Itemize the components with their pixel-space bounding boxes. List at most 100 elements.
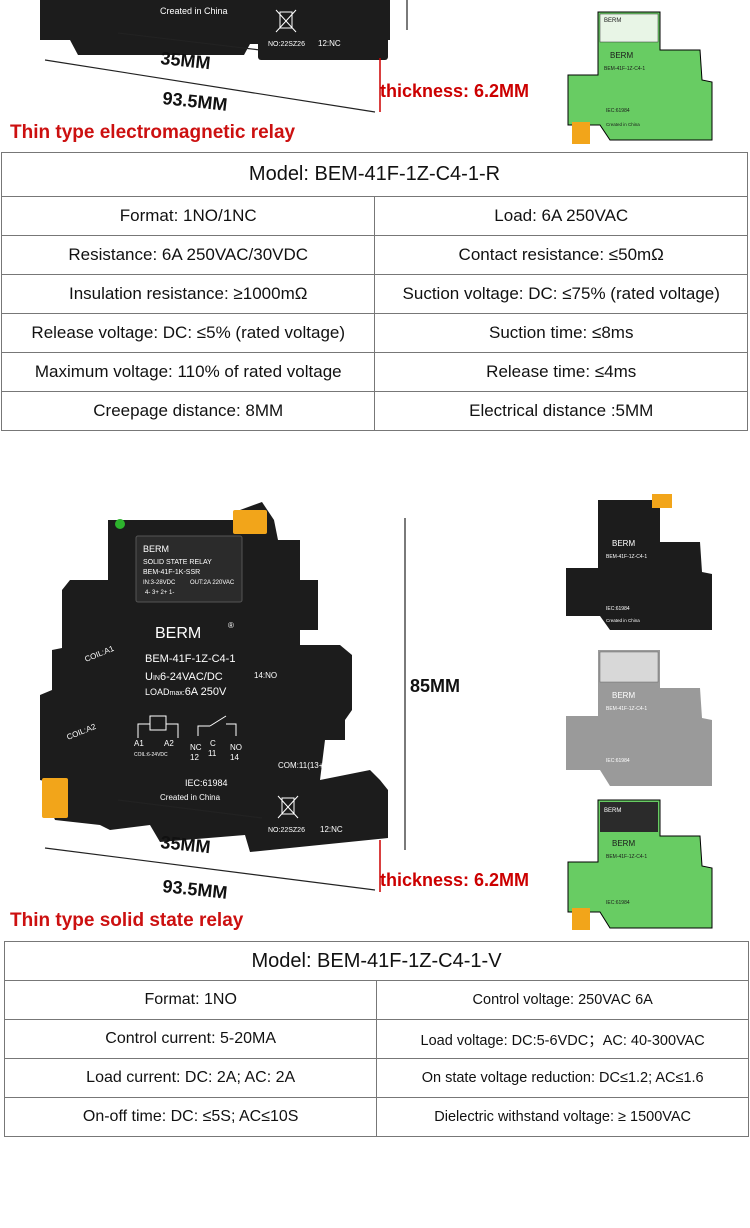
relay-load-text: LOADmax:6A 250V <box>145 686 227 698</box>
table-row: Resistance: 6A 250VAC/30VDC Contact resi… <box>0 235 748 275</box>
relay-main-body: BERM SOLID STATE RELAY BEM-41F-1K-SSR IN… <box>40 502 388 852</box>
relay-serial-text: NO:22SZ26 <box>268 41 305 48</box>
table-row: Format: 1NO/1NC Load: 6A 250VAC <box>0 196 748 236</box>
svg-text:COM:11(13+): COM:11(13+) <box>278 761 326 770</box>
table-row: Creepage distance: 8MM Electrical distan… <box>0 391 748 431</box>
svg-text:BEM-41F-1Z-C4-1: BEM-41F-1Z-C4-1 <box>604 66 645 72</box>
svg-text:A1: A1 <box>134 739 144 748</box>
spec-cell: Control voltage: 250VAC 6A <box>376 980 749 1020</box>
svg-text:4- 3+ 2+ 1-: 4- 3+ 2+ 1- <box>145 590 174 596</box>
relay-brand-text: BERM <box>155 625 201 642</box>
solid-state-relay-spec-table: Model: BEM-41F-1Z-C4-1-V Format: 1NO Con… <box>3 941 749 1137</box>
svg-text:NO: NO <box>230 743 242 752</box>
spec-cell: Insulation resistance: ≥1000mΩ <box>0 274 376 314</box>
width-dimension-label: 35MM <box>160 832 212 857</box>
spec-cell: Load voltage: DC:5-6VDC；AC: 40-300VAC <box>376 1019 749 1059</box>
solid-state-relay-title: Thin type solid state relay <box>10 910 244 931</box>
svg-text:12:NC: 12:NC <box>320 825 343 834</box>
svg-text:Created in China: Created in China <box>606 618 640 623</box>
spec-cell: Load current: DC: 2A; AC: 2A <box>3 1058 378 1098</box>
green-relay-thumbnail: BERM BERM BEM-41F-1Z-C4-1 IEC:61984 Crea… <box>567 11 713 144</box>
svg-text:A2: A2 <box>164 739 174 748</box>
spec-cell: Load: 6A 250VAC <box>374 196 748 236</box>
svg-text:BERM: BERM <box>610 51 633 60</box>
electromagnetic-relay-spec-table: Model: BEM-41F-1Z-C4-1-R Format: 1NO/1NC… <box>0 152 748 431</box>
spec-cell: Control current: 5-20MA <box>3 1019 378 1059</box>
relay-model-text: BEM-41F-1Z-C4-1 <box>145 653 235 665</box>
width-dimension-label: 35MM <box>160 48 212 73</box>
spec-cell: Suction time: ≤8ms <box>374 313 748 353</box>
terminal-orange-top <box>233 510 267 534</box>
length-dimension-label: 93.5MM <box>162 88 229 115</box>
spec-cell: On-off time: DC: ≤5S; AC≤10S <box>3 1097 378 1137</box>
length-dimension-label: 93.5MM <box>162 876 229 903</box>
relay-nc-text: 12:NC <box>318 39 341 48</box>
svg-text:BEM-41F-1Z-C4-1: BEM-41F-1Z-C4-1 <box>606 854 647 860</box>
svg-text:OUT:2A 220VAC: OUT:2A 220VAC <box>190 580 235 586</box>
black-relay-thumbnail: BERM BEM-41F-1Z-C4-1 IEC:61984 Created i… <box>566 494 712 630</box>
svg-text:BEM-41F-1Z-C4-1: BEM-41F-1Z-C4-1 <box>606 706 647 712</box>
svg-text:Created in China: Created in China <box>606 122 640 127</box>
width-dimension-line <box>117 799 263 819</box>
status-led-icon <box>115 519 125 529</box>
spec-cell: Format: 1NO <box>3 980 378 1020</box>
gray-relay-thumbnail: BERM BEM-41F-1Z-C4-1 IEC:61984 <box>566 650 712 786</box>
svg-text:Created in China: Created in China <box>160 793 221 802</box>
spec-table-model: Model: BEM-41F-1Z-C4-1-R <box>1 152 748 197</box>
svg-text:BEM-41F-1Z-C4-1: BEM-41F-1Z-C4-1 <box>606 554 647 560</box>
svg-text:IEC:61984: IEC:61984 <box>606 900 630 906</box>
electromagnetic-relay-title: Thin type electromagnetic relay <box>10 122 296 143</box>
svg-text:14: 14 <box>230 753 239 762</box>
table-row: Control current: 5-20MA Load voltage: DC… <box>3 1019 749 1059</box>
svg-text:IEC:61984: IEC:61984 <box>606 108 630 114</box>
spec-cell: Release time: ≤4ms <box>374 352 748 392</box>
spec-cell: Format: 1NO/1NC <box>0 196 376 236</box>
table-row: Format: 1NO Control voltage: 250VAC 6A <box>3 980 749 1020</box>
spec-cell: Release voltage: DC: ≤5% (rated voltage) <box>0 313 376 353</box>
table-row: Maximum voltage: 110% of rated voltage R… <box>0 352 748 392</box>
svg-text:SOLID STATE RELAY: SOLID STATE RELAY <box>143 559 212 566</box>
svg-text:BEM-41F-1K-SSR: BEM-41F-1K-SSR <box>143 569 200 576</box>
width-dimension-line <box>117 32 261 51</box>
svg-text:BERM: BERM <box>612 691 635 700</box>
electromagnetic-relay-illustration: Created in China NO:22SZ26 12:NC 35MM 93… <box>40 0 713 144</box>
svg-text:IEC:61984: IEC:61984 <box>606 606 630 612</box>
svg-text:C: C <box>210 739 216 748</box>
svg-text:BERM: BERM <box>143 544 169 554</box>
svg-text:12: 12 <box>190 753 199 762</box>
spec-cell: Contact resistance: ≤50mΩ <box>374 235 748 275</box>
length-dimension-line <box>44 847 376 891</box>
thickness-label: thickness: 6.2MM <box>380 870 529 890</box>
spec-table-model: Model: BEM-41F-1Z-C4-1-V <box>4 941 749 981</box>
svg-text:IN:3-28VDC: IN:3-28VDC <box>143 580 176 586</box>
spec-cell: Electrical distance :5MM <box>374 391 748 431</box>
spec-cell: Suction voltage: DC: ≤75% (rated voltage… <box>374 274 748 314</box>
spec-cell: On state voltage reduction: DC≤1.2; AC≤1… <box>376 1058 749 1098</box>
table-row: Load current: DC: 2A; AC: 2A On state vo… <box>3 1058 749 1098</box>
svg-text:IEC:61984: IEC:61984 <box>606 758 630 764</box>
height-dimension-label: 85MM <box>410 676 460 696</box>
svg-text:14:NO: 14:NO <box>254 671 277 680</box>
svg-text:NO:22SZ26: NO:22SZ26 <box>268 827 305 834</box>
table-row: Insulation resistance: ≥1000mΩ Suction v… <box>0 274 748 314</box>
weee-bin-icon <box>275 9 297 33</box>
spec-cell: Resistance: 6A 250VAC/30VDC <box>0 235 376 275</box>
svg-text:11: 11 <box>208 749 217 758</box>
relay-body-cropped: Created in China NO:22SZ26 12:NC <box>40 0 390 60</box>
svg-text:COIL:6-24VDC: COIL:6-24VDC <box>134 752 168 758</box>
table-row: Release voltage: DC: ≤5% (rated voltage)… <box>0 313 748 353</box>
length-dimension-line <box>44 59 376 113</box>
weee-bin-icon <box>277 795 299 819</box>
terminal-orange-bottom <box>42 778 68 818</box>
svg-text:IEC:61984: IEC:61984 <box>185 778 228 788</box>
spec-cell: Creepage distance: 8MM <box>0 391 376 431</box>
svg-text:BERM: BERM <box>612 539 635 548</box>
spec-cell: Dielectric withstand voltage: ≥ 1500VAC <box>376 1097 749 1137</box>
table-row: On-off time: DC: ≤5S; AC≤10S Dielectric … <box>3 1097 749 1137</box>
relay-schematic-icon <box>137 715 237 738</box>
svg-text:NC: NC <box>190 743 202 752</box>
svg-text:BERM: BERM <box>612 839 635 848</box>
thickness-label: thickness: 6.2MM <box>380 81 529 101</box>
svg-text:BERM: BERM <box>604 18 621 24</box>
svg-text:®: ® <box>228 621 234 630</box>
